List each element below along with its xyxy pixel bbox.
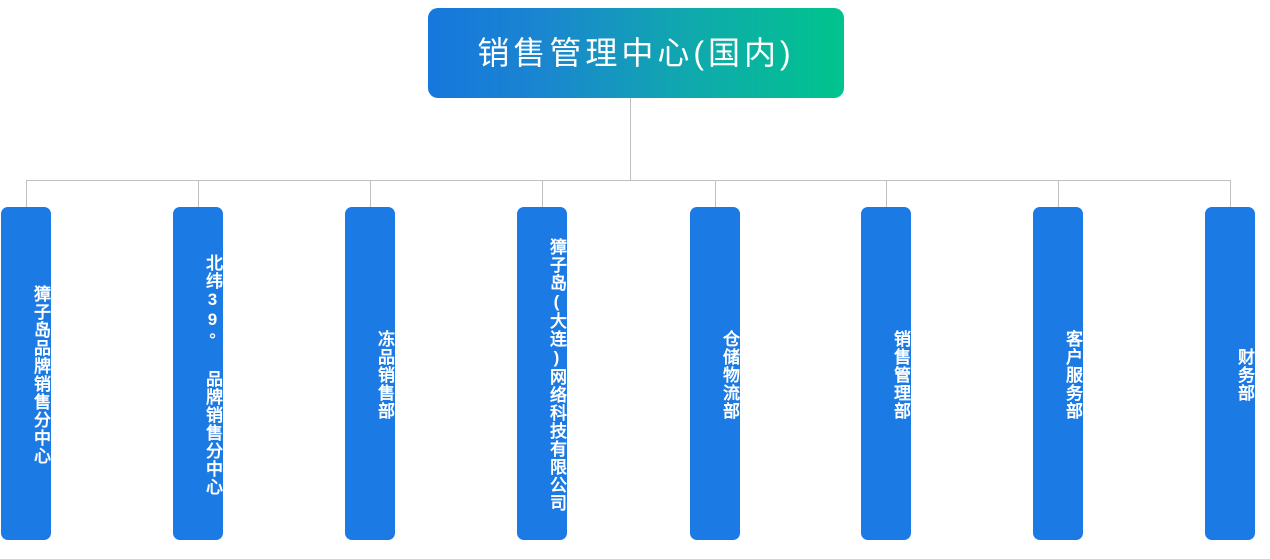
- child-node-3[interactable]: 冻品销售部: [345, 207, 395, 540]
- child-node-5[interactable]: 仓储物流部: [690, 207, 740, 540]
- child-node-1-label: 獐子岛品牌销售分中心: [31, 285, 50, 465]
- drop-connector-7: [1058, 180, 1059, 207]
- drop-connector-1: [26, 180, 27, 207]
- child-node-2[interactable]: 北纬39° 品牌销售分中心: [173, 207, 223, 540]
- drop-connector-2: [198, 180, 199, 207]
- root-stem-connector: [630, 98, 631, 180]
- child-node-1[interactable]: 獐子岛品牌销售分中心: [1, 207, 51, 540]
- child-node-7-label: 客户服务部: [1063, 330, 1082, 420]
- horizontal-bus-connector: [26, 180, 1231, 181]
- root-node-label: 销售管理中心(国内): [477, 35, 795, 71]
- child-node-2-label: 北纬39° 品牌销售分中心: [203, 254, 222, 496]
- root-node-sales-management-center[interactable]: 销售管理中心(国内): [428, 8, 844, 98]
- child-node-4[interactable]: 獐子岛(大连)网络科技有限公司: [517, 207, 567, 540]
- drop-connector-3: [370, 180, 371, 207]
- child-node-7[interactable]: 客户服务部: [1033, 207, 1083, 540]
- child-node-3-label: 冻品销售部: [375, 330, 394, 420]
- drop-connector-6: [886, 180, 887, 207]
- child-node-6-label: 销售管理部: [891, 330, 910, 420]
- drop-connector-4: [542, 180, 543, 207]
- drop-connector-8: [1230, 180, 1231, 207]
- child-node-8-label: 财务部: [1235, 348, 1254, 402]
- child-node-4-label: 獐子岛(大连)网络科技有限公司: [547, 238, 566, 512]
- drop-connector-5: [715, 180, 716, 207]
- child-node-8[interactable]: 财务部: [1205, 207, 1255, 540]
- child-node-5-label: 仓储物流部: [720, 330, 739, 420]
- child-node-6[interactable]: 销售管理部: [861, 207, 911, 540]
